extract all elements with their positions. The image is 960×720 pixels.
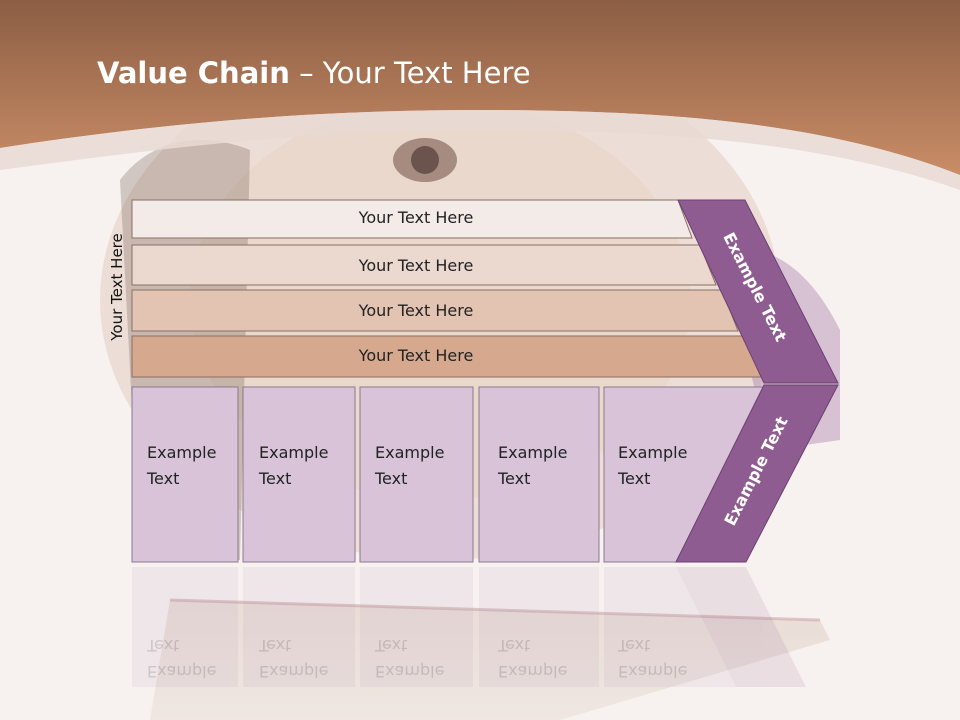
cell-2-line1: Example <box>259 443 329 462</box>
cell-4-line2: Text <box>498 469 531 488</box>
band-1 <box>131 199 693 239</box>
cell-4-line1: Example <box>498 443 568 462</box>
cell-2-refl-line1: Example <box>259 662 329 681</box>
cell-5-refl-line1: Example <box>618 662 688 681</box>
cell-1-reflection: Example Text <box>147 632 216 684</box>
band-3-label: Your Text Here <box>358 301 474 320</box>
header-swoosh <box>0 110 960 190</box>
cell-1 <box>131 386 239 563</box>
cell-2 <box>242 386 356 563</box>
cell-4-reflection: Example Text <box>498 632 567 684</box>
cell-2-reflection: Example Text <box>259 632 328 684</box>
cell-3-label: Example Text <box>375 440 444 492</box>
chevron-upper <box>677 199 839 384</box>
cell-5-label: Example Text <box>618 440 687 492</box>
cell-5-reflection: Example Text <box>618 632 687 684</box>
cell-3-reflection: Example Text <box>375 632 444 684</box>
band-2 <box>131 244 717 286</box>
cell-2-label: Example Text <box>259 440 328 492</box>
band-3 <box>131 289 739 332</box>
page-title: Value Chain – Your Text Here <box>97 56 531 90</box>
diagram-reflection <box>132 567 806 687</box>
cell-5-line1: Example <box>618 443 688 462</box>
band-4-label: Your Text Here <box>358 346 474 365</box>
header-band <box>0 0 960 175</box>
cell-4-refl-line2: Text <box>498 636 531 655</box>
cell-4-refl-line1: Example <box>498 662 568 681</box>
cell-1-line1: Example <box>147 443 217 462</box>
cell-4 <box>478 386 600 563</box>
cell-3-line2: Text <box>375 469 408 488</box>
cell-1-label: Example Text <box>147 440 216 492</box>
title-rest: – Your Text Here <box>289 56 531 90</box>
cell-3 <box>359 386 474 563</box>
cell-3-refl-line1: Example <box>375 662 445 681</box>
cell-1-refl-line1: Example <box>147 662 217 681</box>
cell-4-label: Example Text <box>498 440 567 492</box>
cell-1-line2: Text <box>147 469 180 488</box>
cell-3-line1: Example <box>375 443 445 462</box>
cell-2-line2: Text <box>259 469 292 488</box>
cell-5-line2: Text <box>618 469 651 488</box>
band-1-label: Your Text Here <box>358 208 474 227</box>
cell-2-refl-line2: Text <box>259 636 292 655</box>
title-bold: Value Chain <box>97 56 290 90</box>
chevron-lower <box>675 384 839 563</box>
cell-1-refl-line2: Text <box>147 636 180 655</box>
cell-3-refl-line2: Text <box>375 636 408 655</box>
band-2-label: Your Text Here <box>358 256 474 275</box>
cell-5-refl-line2: Text <box>618 636 651 655</box>
